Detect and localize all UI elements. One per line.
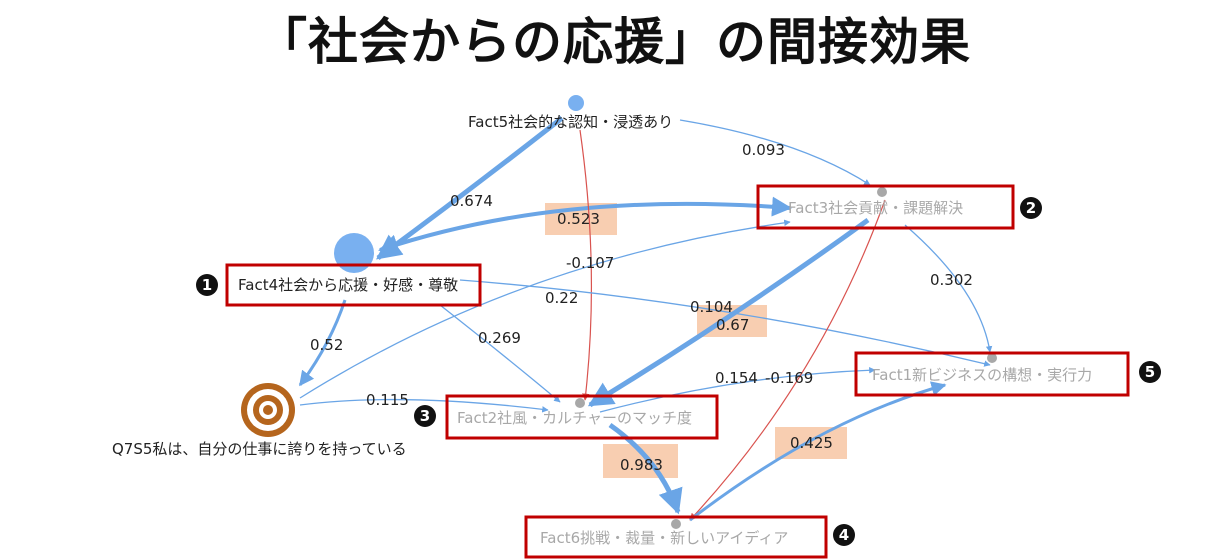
badge-2: 2 xyxy=(1020,197,1042,219)
edge-label-f3-f2: 0.67 xyxy=(716,316,749,334)
edge-f3-f1 xyxy=(904,224,993,353)
edge-label-f5-f3: 0.093 xyxy=(742,141,785,159)
node-fact2-dot xyxy=(575,398,585,408)
edge-f5-f2 xyxy=(579,129,593,401)
badge-1: 1 xyxy=(196,274,218,296)
edge-label-f3-f1: 0.302 xyxy=(930,271,973,289)
node-label-fact5: Fact5社会的な認知・浸透あり xyxy=(468,113,673,131)
edge-label-f6-f1: 0.425 xyxy=(790,434,833,452)
edge-label-f4-q7: 0.52 xyxy=(310,336,343,354)
edge-f2-f1 xyxy=(599,366,876,413)
node-fact4-dot xyxy=(334,233,374,273)
edge-label-q7-f2: 0.115 xyxy=(366,391,409,409)
node-fact1-dot xyxy=(987,353,997,363)
edge-q7-f3 xyxy=(299,219,791,399)
edge-f5-f4 xyxy=(375,116,564,261)
edge-f5-f3 xyxy=(679,119,871,186)
edge-f3-f6 xyxy=(689,199,886,521)
edge-f4-f1 xyxy=(459,279,991,367)
edge-label-f2-f1: 0.154 xyxy=(715,369,758,387)
node-fact3-dot xyxy=(877,187,887,197)
badge-4: 4 xyxy=(833,524,855,546)
node-label-q7: Q7S5私は、自分の仕事に誇りを持っている xyxy=(112,440,407,458)
edge-f4-f3 xyxy=(378,196,792,254)
svg-text:1: 1 xyxy=(202,276,212,294)
node-label-fact1: Fact1新ビジネスの構想・実行力 xyxy=(872,366,1092,384)
edge-label-f5-f4: 0.674 xyxy=(450,192,493,210)
node-label-fact4: Fact4社会から応援・好感・尊敬 xyxy=(238,276,458,294)
edge-label-f4-f2: 0.269 xyxy=(478,329,521,347)
edge-label-f3-f6: -0.169 xyxy=(765,369,813,387)
edge-label-q7-f3: 0.22 xyxy=(545,289,578,307)
node-label-fact3: Fact3社会貢献・課題解決 xyxy=(788,199,963,217)
edge-q7-f2 xyxy=(299,398,549,413)
edge-label-f5-f2: -0.107 xyxy=(566,254,614,272)
page-title: 「社会からの応援」の間接効果 xyxy=(257,13,971,71)
box-fact6 xyxy=(524,515,828,559)
edge-f4-f2 xyxy=(439,304,561,403)
box-fact1 xyxy=(854,351,1130,397)
node-fact5-dot xyxy=(568,95,584,111)
svg-text:4: 4 xyxy=(839,526,849,544)
node-fact6-dot xyxy=(671,519,681,529)
box-fact3 xyxy=(756,184,1015,230)
edge-f3-f2 xyxy=(587,217,870,408)
svg-text:5: 5 xyxy=(1145,363,1155,381)
box-fact4 xyxy=(225,263,482,307)
edge-f2-f6 xyxy=(608,422,683,515)
edge-f4-q7 xyxy=(298,299,347,387)
target-icon xyxy=(241,383,295,437)
badge-3: 3 xyxy=(414,405,436,427)
badge-5: 5 xyxy=(1139,361,1161,383)
svg-text:3: 3 xyxy=(420,407,430,425)
edge-label-f4-f1: 0.104 xyxy=(690,298,733,316)
edge-label-f4-f3: 0.523 xyxy=(557,210,600,228)
svg-text:2: 2 xyxy=(1026,199,1036,217)
edge-label-f2-f6: 0.983 xyxy=(620,456,663,474)
node-label-fact2: Fact2社風・カルチャーのマッチ度 xyxy=(457,409,692,427)
box-fact2 xyxy=(445,394,719,440)
node-label-fact6: Fact6挑戦・裁量・新しいアイディア xyxy=(540,529,788,547)
